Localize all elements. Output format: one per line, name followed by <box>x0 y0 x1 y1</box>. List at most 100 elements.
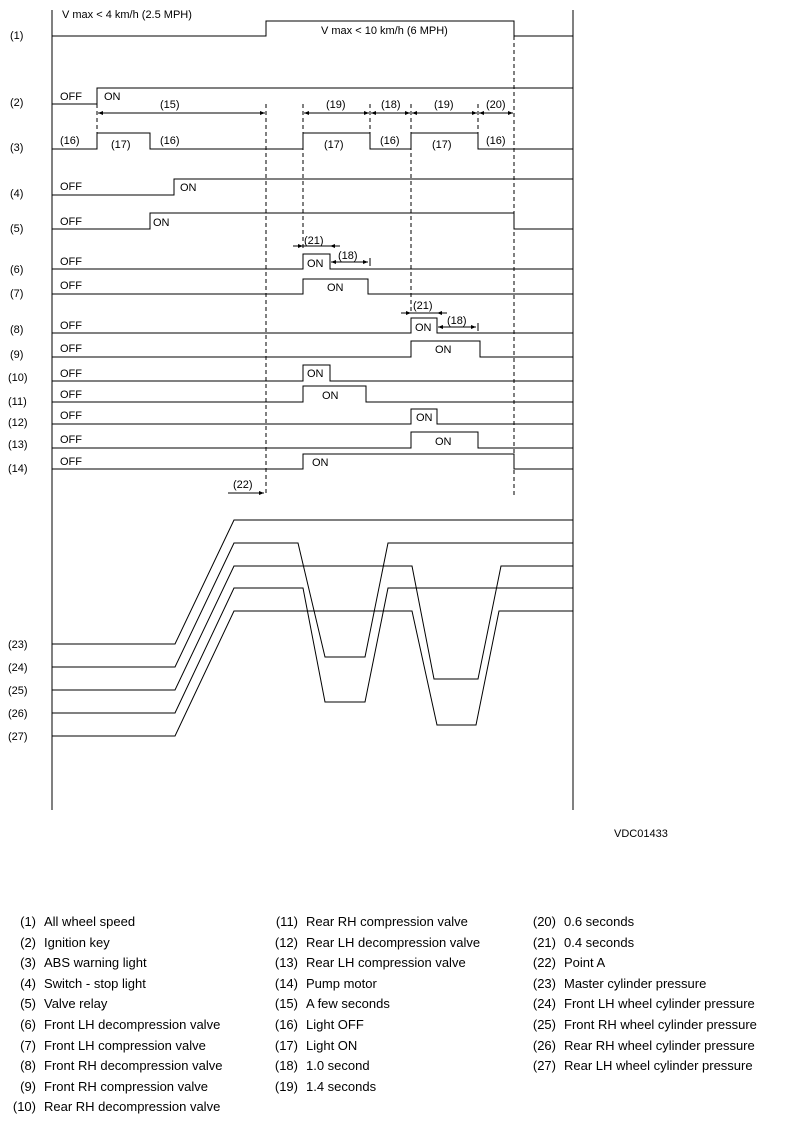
legend-item-text: 0.4 seconds <box>564 934 635 950</box>
legend-column-1: (1)All wheel speed(2) Ignition key (3) ABS … <box>0 912 223 1118</box>
on-label: ON <box>312 457 329 469</box>
callout-17: (17) <box>111 139 131 151</box>
legend-item: (15)A few seconds <box>262 994 480 1015</box>
on-label: ON <box>180 182 197 194</box>
callout-19: (19) <box>434 99 454 111</box>
legend-item-number: (23) <box>532 975 556 991</box>
abs-warning-light-signal <box>52 132 573 150</box>
legend-item: (10)Rear RH decompression valve <box>0 1097 222 1118</box>
on-label: ON <box>307 368 324 380</box>
legend-item-number: (18) <box>274 1058 298 1074</box>
front-rh-decompression-signal <box>52 317 573 334</box>
on-label: ON <box>153 217 170 229</box>
master-cylinder-pressure-curve <box>52 519 573 645</box>
legend-item-number: (19) <box>274 1078 298 1094</box>
legend-item-number: (8) <box>20 1058 36 1074</box>
legend-item-text: Rear LH compression valve <box>306 955 466 971</box>
on-label: ON <box>415 322 432 334</box>
callout-19: (19) <box>326 99 346 111</box>
callout-16: (16) <box>60 135 80 147</box>
legend-item-text: Ignition key <box>44 934 110 950</box>
callout-21: (21) <box>413 300 433 312</box>
row-number: (7) <box>10 288 23 300</box>
legend-item-number: (24) <box>532 996 556 1012</box>
rear-rh-decompression-signal <box>52 364 573 382</box>
legend-item-text: Front LH decompression valve <box>44 1016 221 1032</box>
off-label: OFF <box>60 368 82 380</box>
legend-item-text: A few seconds <box>306 996 390 1012</box>
callout-17: (17) <box>432 139 452 151</box>
on-label: ON <box>307 258 324 270</box>
on-label: ON <box>322 390 339 402</box>
legend-item-text: Front LH compression valve <box>44 1037 206 1053</box>
legend-item-text: Rear LH decompression valve <box>306 934 481 950</box>
legend-item: (6) Front LH decompression valve <box>0 1015 222 1036</box>
legend-item-number: (26) <box>532 1037 556 1053</box>
legend-item: (26) Rear RH wheel cylinder pressure <box>526 1036 757 1057</box>
legend-item-number: (25) <box>532 1016 556 1032</box>
legend-item-text: Rear RH decompression valve <box>44 1099 221 1115</box>
row-numbers: (1) (2) (3) (4) (5) (6) (7) (8) (9) (10)… <box>8 30 28 743</box>
legend-item-number: (21) <box>532 934 556 950</box>
on-label: ON <box>104 91 121 103</box>
callout-16: (16) <box>486 135 506 147</box>
legend-item-text: Rear RH wheel cylinder pressure <box>564 1037 755 1053</box>
on-label: ON <box>416 412 433 424</box>
off-label: OFF <box>60 410 82 422</box>
legend-item: (9)Front RH compression valve <box>0 1077 222 1098</box>
row-number: (24) <box>8 662 28 674</box>
legend-item-text: Light OFF <box>306 1016 364 1032</box>
legend-item-number: (3) <box>20 955 36 971</box>
legend-item: (19) 1.4 seconds <box>262 1077 480 1098</box>
legend-item-number: (2) <box>20 934 36 950</box>
row-number: (8) <box>10 324 23 336</box>
legend-item-text: All wheel speed <box>44 914 136 929</box>
front-rh-compression-signal <box>52 340 573 358</box>
front-lh-compression-signal <box>52 278 573 295</box>
legend-item-text: Valve relay <box>44 996 108 1012</box>
stop-light-switch-signal <box>52 178 573 196</box>
row-number: (13) <box>8 439 28 451</box>
legend-item-text: Front RH decompression valve <box>44 1058 223 1074</box>
legend-item-text: Rear RH compression valve <box>306 914 468 929</box>
legend-item-text: ABS warning light <box>44 955 147 971</box>
row-number: (9) <box>10 349 23 361</box>
figure-code: VDC01433 <box>614 828 668 840</box>
front-rh-wheel-cylinder-pressure-curve <box>52 565 573 691</box>
row-number: (1) <box>10 30 23 42</box>
callout-18: (18) <box>447 315 467 327</box>
legend-item-text: 1.4 seconds <box>306 1078 377 1094</box>
callout-22: (22) <box>233 479 253 491</box>
legend-item-text: Light ON <box>306 1037 358 1053</box>
legend-item-number: (14) <box>274 975 298 991</box>
legend-item-number: (20) <box>532 914 556 929</box>
rear-lh-wheel-cylinder-pressure-curve <box>52 610 573 737</box>
legend-item-number: (17) <box>274 1037 298 1053</box>
legend-item: (16)Light OFF <box>262 1015 480 1036</box>
rear-rh-wheel-cylinder-pressure-curve <box>52 587 573 714</box>
legend-item: (27)Rear LH wheel cylinder pressure <box>526 1056 757 1077</box>
legend-item-text: 1.0 second <box>306 1058 370 1074</box>
callout-16: (16) <box>160 135 180 147</box>
wheel-speed-signal <box>52 20 573 37</box>
legend-item: (14)Pump motor <box>262 974 480 995</box>
row-number: (26) <box>8 708 28 720</box>
off-label: OFF <box>60 389 82 401</box>
off-label: OFF <box>60 434 82 446</box>
legend-item: (1)All wheel speed <box>0 912 222 933</box>
timing-diagram: (1) (2) (3) (4) (5) (6) (7) (8) (9) (10)… <box>8 9 668 840</box>
legend-item-number: (5) <box>20 996 36 1012</box>
legend-item-number: (7) <box>20 1037 36 1053</box>
speed-low-label: V max < 4 km/h (2.5 MPH) <box>62 9 192 21</box>
legend-item-number: (13) <box>274 955 298 971</box>
legend-item-text: 0.6 seconds <box>564 914 635 929</box>
legend-item: (7) Front LH compression valve <box>0 1036 222 1057</box>
legend-item-number: (6) <box>20 1016 36 1032</box>
front-lh-wheel-cylinder-pressure-curve <box>52 542 573 668</box>
callout-16: (16) <box>380 135 400 147</box>
legend-item: (13) Rear LH compression valve <box>262 953 480 974</box>
legend-item: (5) Valve relay <box>0 994 222 1015</box>
on-label: ON <box>435 436 452 448</box>
front-lh-decompression-signal <box>52 253 573 270</box>
legend-item: (3) ABS warning light <box>0 953 222 974</box>
